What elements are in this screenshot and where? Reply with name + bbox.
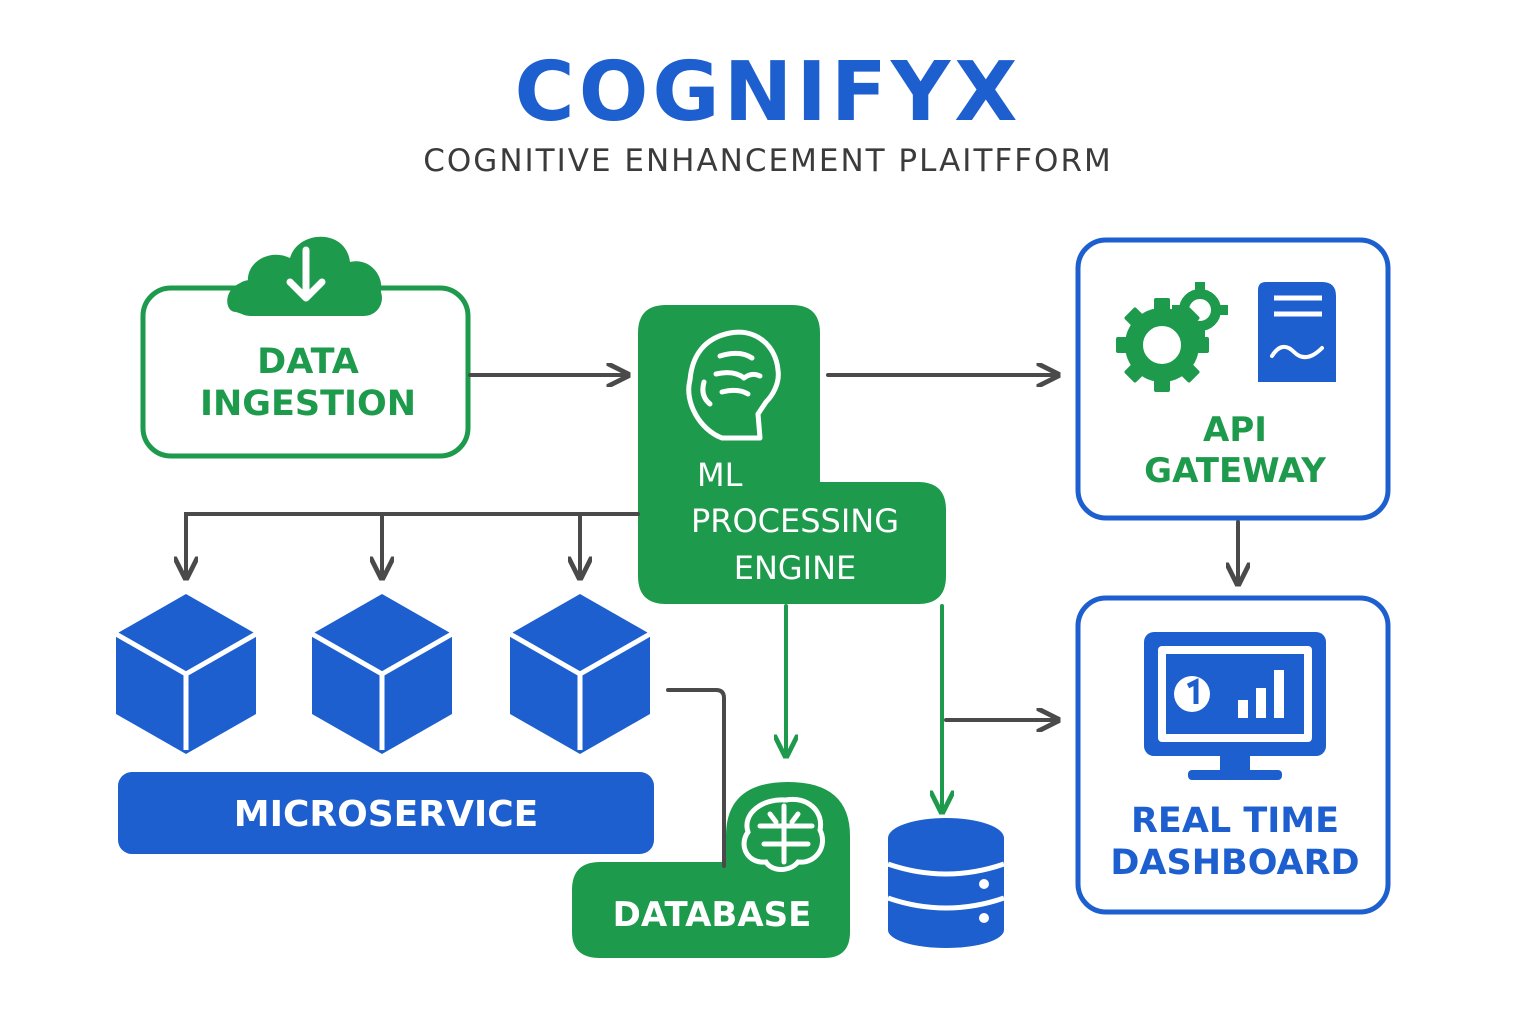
arrow-ml-to-microservices [186,512,640,578]
brain-icon [741,796,825,872]
ml-engine-label: ML PROCESSING ENGINE [645,452,945,591]
cloud-download-icon [227,236,382,316]
api-gateway-line2: GATEWAY [1144,450,1326,491]
api-gateway-node [1075,237,1391,521]
document-chart-icon [1258,282,1336,382]
cube-icon [508,594,652,754]
ml-processing-engine-node [638,305,946,604]
ml-engine-line2: PROCESSING [690,502,900,541]
monitor-dashboard-icon [1144,632,1326,780]
page-subtitle: COGNITIVE ENHANCEMENT PLAITFFORM [423,143,1113,179]
data-ingestion-node [140,236,471,459]
api-gateway-line1: API [1203,410,1267,450]
data-ingestion-label: DATA INGESTION [143,341,473,425]
database-node [572,782,850,958]
gear-icon [1116,282,1228,392]
connectors [186,375,1238,868]
data-ingestion-line1: DATA [257,342,359,382]
database-stack-icon [887,818,1005,948]
microservice-label: MICROSERVICE [233,794,539,835]
connector-microservice-to-database [666,688,726,868]
ml-engine-line3: ENGINE [733,548,857,587]
data-ingestion-line2: INGESTION [199,384,417,424]
database-label: DATABASE [612,895,812,935]
realtime-dashboard-line1: REAL TIME [1130,801,1340,841]
microservice-node [118,772,654,854]
realtime-dashboard-node [1075,595,1391,915]
ml-engine-line1: ML [697,456,743,494]
api-gateway-label: API GATEWAY [1080,410,1390,492]
brain-head-icon [686,329,781,441]
cube-icon [310,594,454,754]
realtime-dashboard-label: REAL TIME DASHBOARD [1080,800,1390,884]
realtime-dashboard-line2: DASHBOARD [1110,843,1360,883]
cube-icon [114,594,258,754]
page-title: COGNIFYX [514,45,1022,140]
